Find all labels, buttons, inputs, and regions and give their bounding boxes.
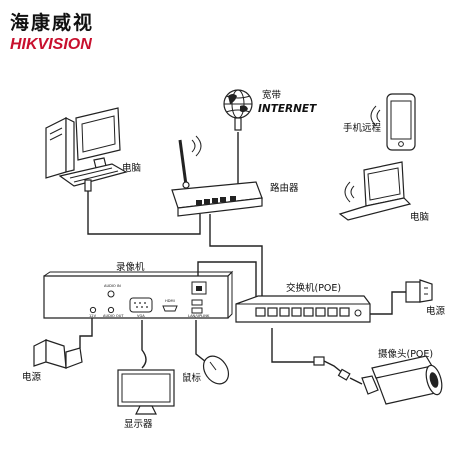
cable-router-switch (209, 214, 263, 298)
desktop-computer-icon (45, 107, 128, 187)
plug-internet (234, 117, 242, 131)
cable-desktop-router (87, 190, 201, 235)
router-icon (171, 135, 263, 217)
port-12v: 12V (89, 314, 97, 318)
label-nvr: 录像机 (116, 261, 145, 273)
port-audio-out: AUDIO OUT (103, 314, 124, 318)
brand-logo: 海康威视 HIKVISION (10, 12, 120, 56)
globe-icon (223, 89, 253, 119)
label-power-left: 电源 (22, 371, 42, 383)
power-adapter-icon (405, 279, 433, 303)
cable-switch-camera (271, 328, 314, 363)
brand-name-cn: 海康威视 (10, 12, 95, 34)
poe-switch-icon (235, 295, 371, 323)
port-vga: VGA (137, 314, 145, 318)
nvr-icon (43, 270, 234, 319)
label-computer-left: 电脑 (122, 162, 141, 174)
label-internet: INTERNET (258, 103, 317, 115)
bullet-camera-icon (313, 355, 443, 405)
power-adapter-icon (33, 339, 83, 369)
label-mouse: 鼠标 (182, 372, 202, 384)
label-computer-right: 电脑 (410, 211, 429, 223)
cable-nvr-power (79, 318, 93, 348)
smartphone-icon (386, 93, 416, 151)
label-monitor: 显示器 (124, 419, 153, 430)
label-mobile-remote: 手机远程 (343, 122, 382, 134)
cable-nvr-monitor (141, 320, 147, 369)
laptop-icon (338, 161, 412, 221)
brand-name-en: HIKVISION (10, 36, 92, 53)
label-power-right: 电源 (426, 305, 446, 317)
label-switch: 交换机(POE) (286, 282, 341, 294)
wifi-signal-icon (370, 105, 381, 127)
plug-desktop (84, 179, 92, 192)
cable-nvr-mouse (195, 320, 207, 363)
cable-switch-power (370, 291, 406, 315)
label-router: 路由器 (270, 182, 299, 194)
monitor-icon (117, 369, 175, 415)
port-audio-in: AUDIO IN (104, 284, 121, 288)
port-lan: LAN/UPLINK (188, 314, 210, 318)
port-hdmi: HDMI (165, 299, 175, 303)
mouse-icon (202, 355, 230, 385)
label-broadband: 宽带 (262, 89, 282, 101)
wifi-signal-icon (344, 181, 355, 203)
